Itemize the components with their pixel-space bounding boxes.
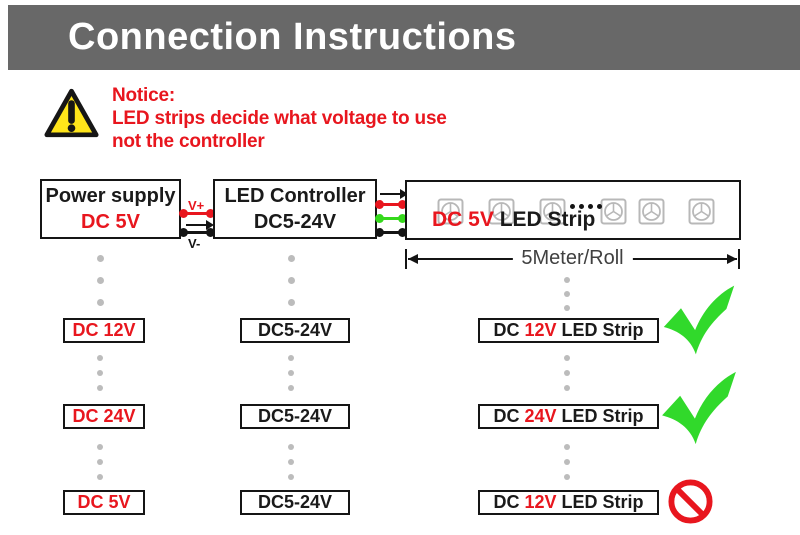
page-title: Connection Instructions	[68, 16, 517, 58]
strip-wire-red	[375, 200, 407, 209]
dotted-connector	[564, 355, 570, 391]
led-chip-icon	[539, 198, 566, 225]
power-voltage: DC 24V	[72, 406, 136, 426]
controller-option-box: DC5-24V	[240, 404, 350, 429]
dimension-arrow-left-icon	[408, 254, 418, 264]
strip-prefix: DC	[493, 406, 525, 426]
power-voltage: DC 12V	[72, 320, 136, 340]
notice-heading: Notice:	[112, 85, 175, 106]
controller-voltage: DC5-24V	[257, 320, 333, 340]
notice-text: Notice: LED strips decide what voltage t…	[112, 84, 447, 153]
dotted-connector	[97, 355, 103, 391]
checkmark-icon	[663, 285, 735, 355]
title-bar: Connection Instructions	[8, 5, 800, 70]
strip-voltage: 24V	[524, 406, 557, 426]
power-option-box: DC 12V	[63, 318, 145, 343]
led-controller-box: LED Controller DC5-24V	[213, 179, 377, 239]
controller-label: LED Controller	[224, 185, 366, 207]
controller-voltage: DC5-24V	[253, 211, 337, 233]
dotted-connector	[288, 444, 294, 480]
dotted-connector	[288, 355, 294, 391]
wire-label-vminus: V-	[188, 236, 201, 251]
strip-voltage: 12V	[524, 320, 557, 340]
led-chip-icon	[488, 198, 515, 225]
notice-line-2: not the controller	[112, 131, 265, 152]
strip-option-box: DC 24V LED Strip	[478, 404, 659, 429]
strip-prefix: DC	[493, 492, 525, 512]
strip-voltage-label: DC 5V LED Strip	[432, 207, 595, 233]
power-flow-arrow-icon	[186, 220, 214, 230]
wire-label-vplus: V+	[188, 198, 205, 213]
led-chip-icon	[600, 198, 627, 225]
notice-line-1: LED strips decide what voltage to use	[112, 108, 447, 129]
strip-continuation-ellipsis	[570, 204, 602, 209]
prohibited-icon	[668, 479, 713, 524]
checkmark-icon	[662, 371, 736, 445]
strip-voltage: 12V	[524, 492, 557, 512]
dimension-label: 5Meter/Roll	[512, 247, 633, 270]
dotted-connector	[564, 277, 570, 311]
power-option-box: DC 5V	[63, 490, 145, 515]
wire-negative	[179, 228, 215, 237]
power-supply-label: Power supply	[45, 185, 176, 207]
led-chip-icon	[437, 198, 464, 225]
strip-wire-green	[375, 214, 407, 223]
dotted-connector	[97, 255, 104, 306]
warning-triangle-icon	[44, 88, 99, 138]
strip-suffix: LED Strip	[556, 406, 644, 426]
controller-voltage: DC5-24V	[257, 406, 333, 426]
dimension-tick-right	[738, 249, 740, 269]
power-voltage: DC 5V	[77, 492, 131, 512]
dotted-connector	[97, 444, 103, 480]
controller-option-box: DC5-24V	[240, 490, 350, 515]
power-option-box: DC 24V	[63, 404, 145, 429]
led-chip-icon	[638, 198, 665, 225]
strip-suffix: LED Strip	[493, 208, 596, 231]
dimension-tick-left	[405, 249, 407, 269]
strip-option-box: DC 12V LED Strip	[478, 318, 659, 343]
power-supply-box: Power supply DC 5V	[40, 179, 181, 239]
strip-suffix: LED Strip	[556, 492, 644, 512]
controller-voltage: DC5-24V	[257, 492, 333, 512]
strip-suffix: LED Strip	[556, 320, 644, 340]
dimension-arrow-right-icon	[727, 254, 737, 264]
controller-option-box: DC5-24V	[240, 318, 350, 343]
power-supply-voltage: DC 5V	[81, 211, 140, 233]
dotted-connector	[564, 444, 570, 480]
dimension-line: 5Meter/Roll	[405, 247, 740, 271]
strip-voltage: DC 5V	[432, 208, 494, 231]
strip-prefix: DC	[493, 320, 525, 340]
led-chip-icon	[688, 198, 715, 225]
wire-positive	[179, 209, 215, 218]
strip-wire-black	[375, 228, 407, 237]
strip-option-box: DC 12V LED Strip	[478, 490, 659, 515]
signal-flow-arrow-icon	[380, 189, 408, 199]
dotted-connector	[288, 255, 295, 306]
